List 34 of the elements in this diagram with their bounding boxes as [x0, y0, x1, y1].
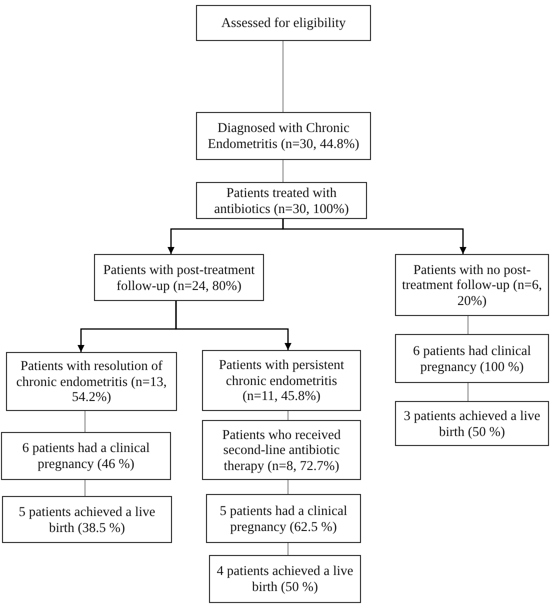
process-box	[94, 254, 264, 301]
connector-line	[282, 160, 284, 182]
box-text: 6 patients had clinical pregnancy (100 %)	[412, 342, 532, 374]
box-text: 6 patients had a clinical pregnancy (46 %)	[21, 440, 151, 472]
box-text: Assessed for eligibility	[221, 15, 346, 31]
process-box	[206, 494, 361, 543]
process-box	[209, 555, 361, 603]
box-text: 5 patients achieved a live birth (38.5 %)	[18, 504, 156, 536]
process-box	[395, 254, 549, 316]
process-box	[6, 352, 177, 411]
connector-line	[84, 480, 86, 496]
box-text: Diagnosed with Chronic Endometritis (n=30, 44.8%)	[206, 120, 360, 152]
box-text: 3 patients achieved a live birth (50 %)	[402, 408, 542, 440]
box-text: Patients treated with antibiotics (n=30, 100%)	[213, 184, 350, 216]
process-box	[202, 350, 361, 411]
process-box	[1, 432, 171, 480]
box-text: 4 patients achieved a live birth (50 %)	[216, 563, 354, 595]
connector-line	[84, 410, 86, 432]
arrow	[282, 219, 466, 254]
process-box	[202, 420, 361, 480]
process-box	[196, 112, 371, 160]
process-box	[395, 334, 549, 383]
box-text: Patients with resolution of chronic endometritis (n=13, 54.2%)	[15, 358, 168, 405]
process-box	[196, 182, 367, 219]
process-box	[2, 496, 172, 543]
arrow	[175, 301, 292, 350]
box-text: 5 patients had a clinical pregnancy (62.5 %)	[218, 502, 348, 534]
box-text: Patients who received second-line antibiotic therapy (n=8, 72.7%)	[221, 426, 342, 474]
box-text: Patients with persistent chronic endometritis (n=11, 45.8%)	[218, 357, 346, 404]
box-text: Patients with no post-treatment follow-up (n=6, 20%)	[401, 262, 543, 308]
box-text: Patients with post-treatment follow-up (n=24, 80%)	[102, 262, 256, 294]
process-box	[196, 5, 371, 41]
process-box	[395, 401, 549, 446]
connector-line	[282, 40, 284, 112]
